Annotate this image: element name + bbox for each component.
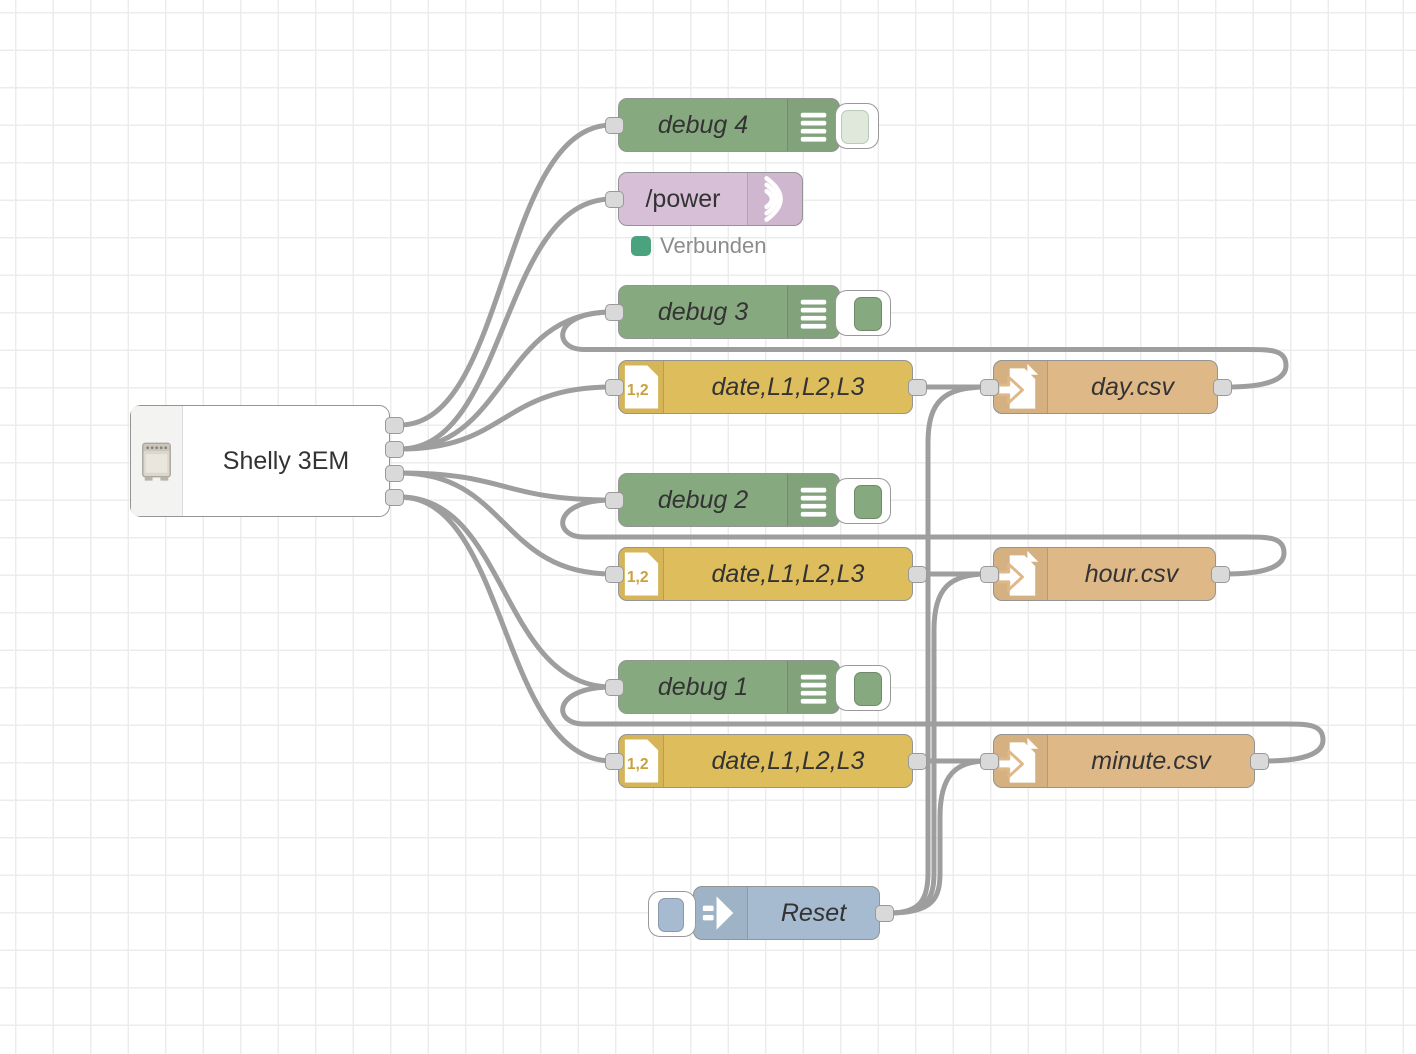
node-label: date,L1,L2,L3: [711, 372, 865, 401]
output-port-0[interactable]: [908, 378, 927, 396]
node-label: Shelly 3EM: [222, 446, 350, 475]
output-port-0[interactable]: [908, 752, 927, 770]
output-port-2[interactable]: [385, 464, 404, 482]
status-dot-connected: [631, 236, 651, 256]
output-port-1[interactable]: [385, 440, 404, 458]
node-label: minute.csv: [1091, 746, 1211, 775]
output-port-0[interactable]: [1213, 378, 1232, 396]
wire[interactable]: [397, 470, 615, 503]
debug-toggle-button[interactable]: [835, 103, 879, 149]
input-port[interactable]: [605, 752, 624, 770]
output-port-0[interactable]: [1250, 752, 1269, 770]
wire[interactable]: [887, 758, 990, 916]
output-port-0[interactable]: [1211, 565, 1230, 583]
node-label: hour.csv: [1084, 559, 1179, 588]
node-debug4[interactable]: debug 4: [605, 98, 879, 152]
wire[interactable]: [397, 309, 615, 452]
csv-file-icon: 1,2: [619, 361, 664, 413]
csv-file-icon: 1,2: [619, 548, 664, 600]
node-label: date,L1,L2,L3: [711, 746, 865, 775]
inject-button[interactable]: [648, 891, 696, 937]
node-label: date,L1,L2,L3: [711, 559, 865, 588]
shelly-device-icon: [131, 406, 183, 516]
debug-toggle-state: [841, 110, 869, 144]
file-write-icon: [994, 361, 1048, 413]
wire[interactable]: [397, 122, 615, 428]
svg-text:1,2: 1,2: [627, 569, 649, 586]
node-inject_reset[interactable]: Reset: [648, 886, 894, 940]
input-port[interactable]: [605, 678, 624, 696]
output-port-0[interactable]: [385, 416, 404, 434]
wire[interactable]: [397, 494, 615, 690]
node-shelly[interactable]: Shelly 3EM: [130, 405, 404, 517]
debug-toggle-button[interactable]: [835, 290, 891, 336]
debug-toggle-button[interactable]: [835, 665, 891, 711]
inject-arrow-icon: [694, 887, 748, 939]
inject-button-pad: [658, 898, 684, 932]
node-csv_hour[interactable]: 1,2 date,L1,L2,L3: [605, 547, 927, 601]
output-port-0[interactable]: [875, 904, 894, 922]
node-csv_day[interactable]: 1,2 date,L1,L2,L3: [605, 360, 927, 414]
debug-toggle-button[interactable]: [835, 478, 891, 524]
wire[interactable]: [397, 470, 615, 577]
input-port[interactable]: [980, 565, 999, 583]
input-port[interactable]: [605, 565, 624, 583]
input-port[interactable]: [605, 190, 624, 208]
debug-list-icon: [787, 286, 839, 338]
status-text: Verbunden: [660, 233, 767, 258]
svg-text:1,2: 1,2: [627, 382, 649, 399]
wire[interactable]: [560, 309, 1289, 390]
node-debug2[interactable]: debug 2: [605, 473, 891, 527]
svg-text:1,2: 1,2: [627, 756, 649, 773]
debug-list-icon: [787, 474, 839, 526]
node-mqtt_power[interactable]: /power: [605, 172, 803, 226]
node-debug1[interactable]: debug 1: [605, 660, 891, 714]
file-write-icon: [994, 548, 1048, 600]
wire[interactable]: [560, 684, 1326, 764]
output-port-3[interactable]: [385, 488, 404, 506]
debug-toggle-state: [854, 672, 882, 706]
node-label: debug 4: [657, 110, 749, 139]
wire[interactable]: [397, 384, 615, 452]
input-port[interactable]: [980, 752, 999, 770]
wire[interactable]: [397, 494, 615, 764]
node-debug3[interactable]: debug 3: [605, 285, 891, 339]
node-label: Reset: [780, 898, 847, 927]
node-label: debug 2: [657, 485, 749, 514]
node-status: Verbunden: [631, 233, 766, 259]
node-file_hour[interactable]: hour.csv: [980, 547, 1230, 601]
node-label: debug 1: [657, 672, 749, 701]
input-port[interactable]: [605, 303, 624, 321]
node-file_day[interactable]: day.csv: [980, 360, 1232, 414]
input-port[interactable]: [605, 378, 624, 396]
node-label: debug 3: [657, 297, 749, 326]
debug-list-icon: [787, 99, 839, 151]
file-write-icon: [994, 735, 1048, 787]
input-port[interactable]: [605, 116, 624, 134]
node-label: day.csv: [1091, 372, 1174, 401]
csv-file-icon: 1,2: [619, 735, 664, 787]
wire[interactable]: [560, 497, 1287, 577]
wire[interactable]: [397, 196, 615, 452]
node-file_minute[interactable]: minute.csv: [980, 734, 1269, 788]
debug-toggle-state: [854, 485, 882, 519]
node-csv_minute[interactable]: 1,2 date,L1,L2,L3: [605, 734, 927, 788]
debug-toggle-state: [854, 297, 882, 331]
output-port-0[interactable]: [908, 565, 927, 583]
debug-list-icon: [787, 661, 839, 713]
node-label: /power: [645, 184, 721, 213]
broadcast-icon: [747, 173, 802, 225]
input-port[interactable]: [980, 378, 999, 396]
input-port[interactable]: [605, 491, 624, 509]
